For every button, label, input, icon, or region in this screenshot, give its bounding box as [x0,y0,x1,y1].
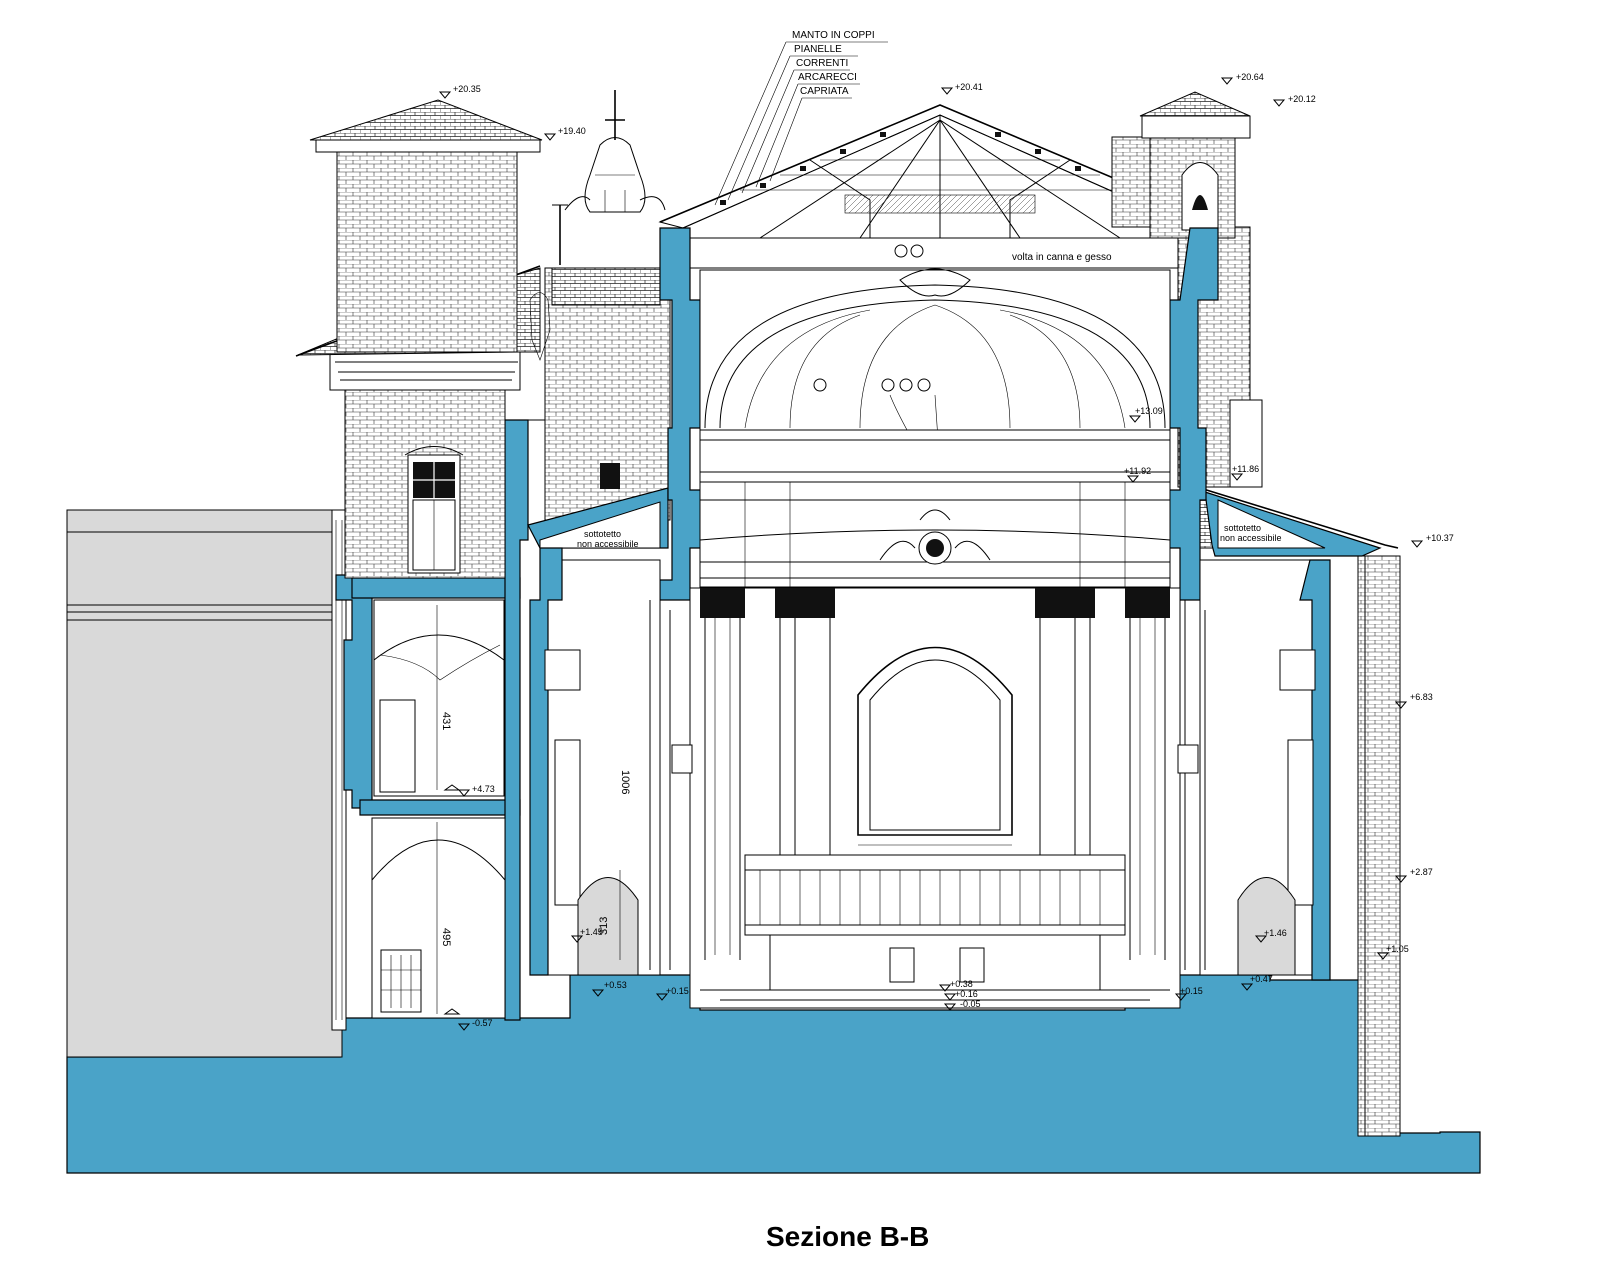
svg-text:+0.15: +0.15 [1180,986,1203,996]
level-mark: +0.16 [943,989,978,1001]
svg-text:+11.92: +11.92 [1124,466,1151,476]
svg-text:+20.12: +20.12 [1288,94,1316,104]
left-tower [309,99,543,353]
svg-text:+0.53: +0.53 [604,980,627,990]
svg-text:+1.05: +1.05 [1386,944,1409,954]
level-mark: -0.05 [943,999,981,1011]
level-mark: +0.47 [1240,974,1273,991]
dimension-labels: 431 495 1006 313 [440,712,631,946]
vault-note: volta in canna e gesso [1012,252,1112,263]
level-mark: +20.35 [438,84,481,99]
svg-text:+20.35: +20.35 [453,84,481,94]
nave-interior [619,509,1181,1009]
roof-layer-label: CAPRIATA [800,86,849,97]
neighbour-building [66,509,343,1058]
svg-text:+2.87: +2.87 [1410,867,1433,877]
central-block [528,90,671,521]
svg-text:+13.09: +13.09 [1135,406,1163,416]
attic-note-right-1: sottotetto [1224,523,1261,533]
elevation-marks: +20.35 +19.40 +20.41 +20.64 +20.12 +13.0… [438,72,1454,1031]
svg-text:+20.41: +20.41 [955,82,983,92]
attic-note-left-1: sottotetto [584,529,621,539]
level-mark: +20.12 [1272,94,1316,107]
level-mark: +20.64 [1220,72,1264,85]
attic-note-left-2: non accessibile [577,539,639,549]
svg-text:+11.86: +11.86 [1232,464,1259,474]
right-chapel [1177,559,1331,981]
svg-text:+20.64: +20.64 [1236,72,1264,82]
svg-text:-0.57: -0.57 [472,1018,493,1028]
level-mark: +6.83 [1394,692,1433,709]
svg-text:-0.05: -0.05 [960,999,981,1009]
svg-text:+0.47: +0.47 [1250,974,1273,984]
level-mark: +19.40 [543,126,586,141]
roof-layer-label: PIANELLE [794,44,842,55]
level-mark: +2.87 [1394,867,1433,883]
level-mark: +20.41 [940,82,983,95]
svg-text:+10.37: +10.37 [1426,533,1454,543]
left-chapel [529,547,693,976]
level-mark: +0.15 [655,986,689,1001]
level-mark: +0.53 [591,980,627,997]
roof-layer-label: MANTO IN COPPI [792,30,875,41]
svg-text:+0.38: +0.38 [950,979,973,989]
left-building [295,265,541,1031]
svg-text:+0.16: +0.16 [955,989,978,999]
dim-lower-room: 495 [440,928,452,946]
level-mark: +0.15 [1174,986,1203,1001]
level-mark: +10.37 [1410,533,1454,548]
right-wing [1199,487,1401,1137]
level-mark: +1.46 [1254,928,1287,943]
vault [699,268,1171,588]
level-mark: +4.73 [457,784,495,797]
dim-chapel: 313 [598,917,610,935]
svg-text:+6.83: +6.83 [1410,692,1433,702]
level-mark: +1.45 [570,927,603,943]
level-mark: +1.05 [1376,944,1409,960]
dim-nave: 1006 [619,770,631,794]
left-aisle-roof [527,487,669,549]
level-mark: +13.09 [1128,406,1163,423]
level-mark: -0.57 [457,1018,493,1031]
drawing-title: Sezione B-B [766,1221,929,1252]
svg-text:+1.45: +1.45 [580,927,603,937]
dim-upper-room: 431 [440,712,452,730]
attic-note-right-2: non accessibile [1220,533,1282,543]
svg-text:+19.40: +19.40 [558,126,586,136]
roof-layer-labels: MANTO IN COPPI PIANELLE CORRENTI ARCAREC… [792,30,875,97]
roof-layer-label: CORRENTI [796,58,848,69]
level-mark: +0.38 [938,979,973,992]
svg-text:+1.46: +1.46 [1264,928,1287,938]
level-mark: +11.86 [1230,464,1259,481]
level-mark: +11.92 [1124,466,1151,483]
svg-text:+4.73: +4.73 [472,784,495,794]
svg-text:+0.15: +0.15 [666,986,689,996]
roof-layer-label: ARCARECCI [798,72,857,83]
